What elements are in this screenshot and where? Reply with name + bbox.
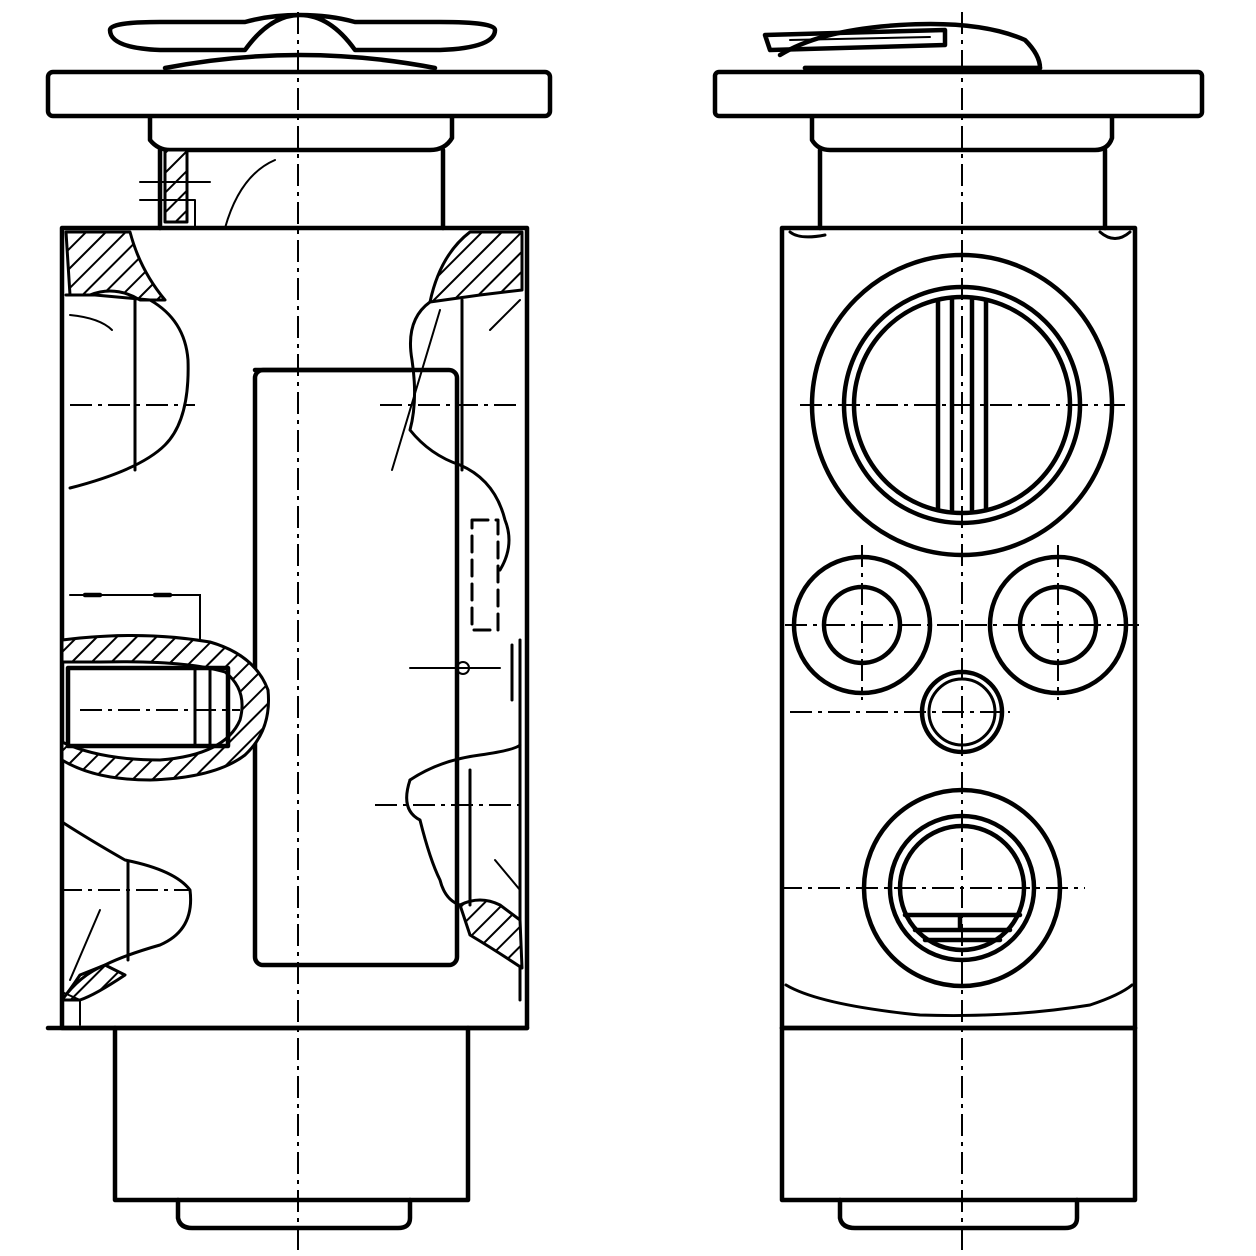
left-mid-port-hatch bbox=[60, 633, 271, 782]
left-neck bbox=[147, 115, 455, 153]
left-lower-port-hatch bbox=[60, 963, 127, 1002]
right-front-view bbox=[712, 12, 1205, 1250]
right-neck bbox=[809, 115, 1115, 153]
right-top-cap bbox=[777, 21, 1043, 71]
left-top-cap bbox=[107, 12, 498, 53]
left-neck-seal bbox=[163, 148, 189, 224]
left-section-view bbox=[45, 12, 553, 1250]
left-bottom-foot bbox=[175, 1197, 413, 1231]
right-flange bbox=[712, 69, 1205, 119]
left-mid-port-bore bbox=[65, 665, 231, 749]
right-body bbox=[779, 225, 1138, 1031]
left-upper-port-hatch bbox=[64, 230, 167, 302]
left-upper-right-hatch bbox=[428, 230, 524, 304]
left-lower-right-hatch bbox=[458, 898, 524, 970]
right-bottom-foot bbox=[837, 1197, 1080, 1231]
left-inner-bore bbox=[470, 518, 500, 632]
